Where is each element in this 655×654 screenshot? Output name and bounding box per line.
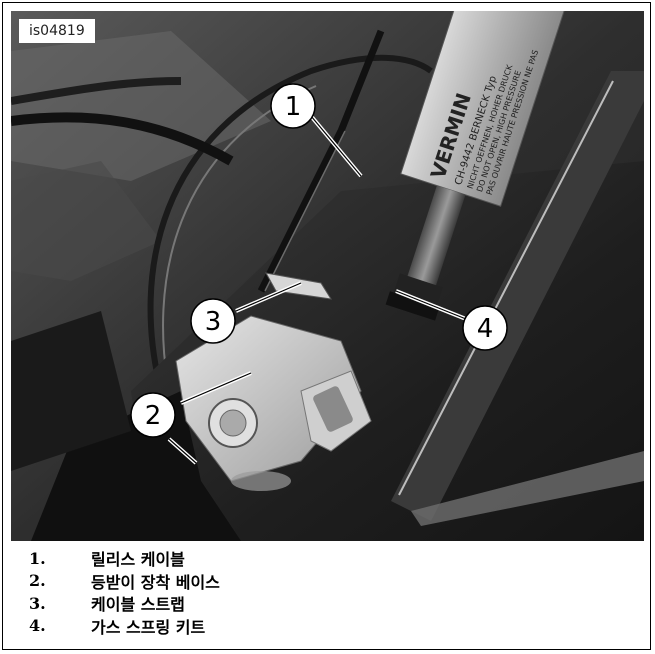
legend-text: 등받이 장착 베이스	[91, 572, 220, 592]
svg-text:1: 1	[285, 92, 302, 122]
callout-3: 3	[190, 298, 236, 344]
release-cable	[257, 29, 385, 293]
legend-number: 3.	[29, 593, 46, 613]
legend-item: 1. 릴리스 케이블	[29, 547, 629, 570]
svg-text:2: 2	[145, 401, 162, 431]
base-plate-edge	[31, 391, 241, 541]
cable-loop	[147, 54, 433, 392]
legend-text: 가스 스프링 키트	[91, 617, 206, 637]
callout-2: 2	[130, 392, 176, 438]
image-id-label: is04819	[19, 19, 95, 43]
photo: VERMIN CH-9442 BERNECK Typ NICHT OEFFNEN…	[11, 11, 644, 541]
legend-number: 1.	[29, 548, 46, 568]
svg-text:3: 3	[205, 307, 222, 337]
legend-number: 2.	[29, 571, 46, 591]
callout-leaders	[167, 114, 467, 465]
callout-4: 4	[462, 305, 508, 351]
callout-1: 1	[270, 83, 316, 129]
legend-number: 4.	[29, 616, 46, 636]
legend-text: 릴리스 케이블	[91, 550, 185, 570]
gas-spring	[385, 11, 567, 321]
legend-item: 3. 케이블 스트랩	[29, 592, 629, 615]
legend-text: 케이블 스트랩	[91, 595, 185, 615]
photo-illustration: VERMIN CH-9442 BERNECK Typ NICHT OEFFNEN…	[11, 11, 644, 541]
legend-item: 4. 가스 스프링 키트	[29, 615, 629, 638]
legend-item: 2. 등받이 장착 베이스	[29, 570, 629, 593]
legend: 1. 릴리스 케이블 2. 등받이 장착 베이스 3. 케이블 스트랩 4. 가…	[29, 547, 629, 637]
svg-text:4: 4	[477, 314, 494, 344]
